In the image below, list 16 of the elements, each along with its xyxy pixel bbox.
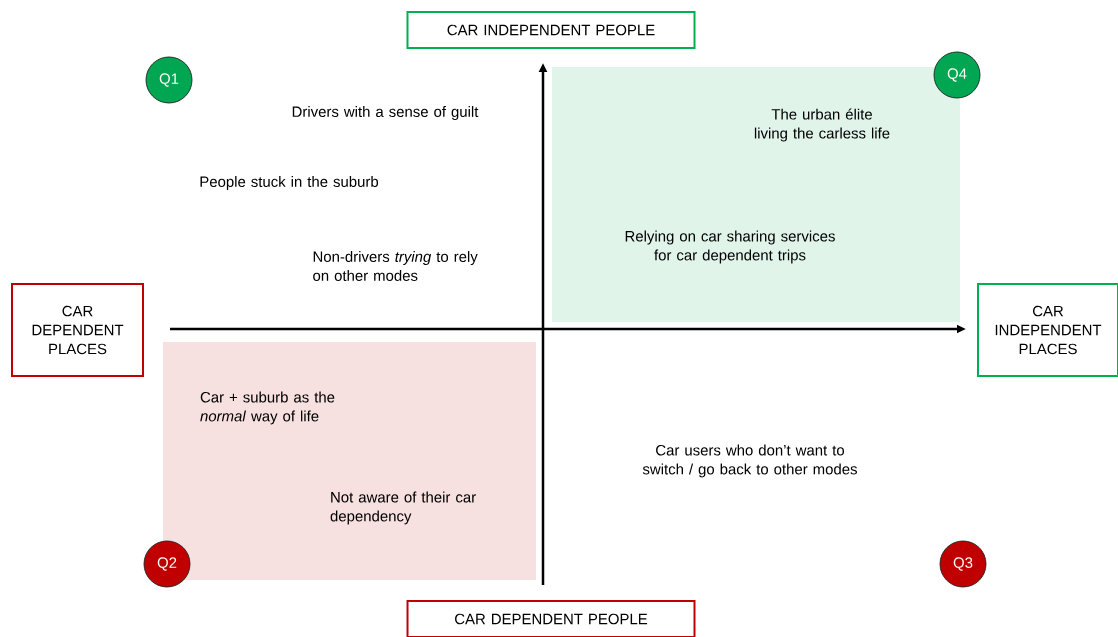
axis-label-box: CAR INDEPENDENT PLACES	[977, 283, 1118, 377]
quadrant-badge: Q4	[933, 51, 981, 99]
quadrant-badge: Q2	[143, 540, 191, 588]
quadrant-badge: Q1	[145, 56, 193, 104]
quadrant-text: People stuck in the suburb	[200, 176, 379, 190]
quadrant-text: Drivers with a sense of guilt	[292, 106, 479, 120]
quadrant-text: Non-drivers trying to rely on other modes	[313, 251, 478, 281]
quadrant-text: Not aware of their car dependency	[330, 491, 476, 525]
quadrant-text: The urban élite living the carless life	[754, 108, 890, 142]
quadrant-text: Car users who don’t want to switch / go back to other modes	[642, 444, 857, 478]
quadrant-badge: Q3	[939, 540, 987, 588]
axis-label-box: CAR DEPENDENT PEOPLE	[406, 600, 696, 637]
axis-label-box: CAR DEPENDENT PLACES	[11, 283, 144, 377]
quadrant-text: Car + suburb as the normal way of life	[200, 391, 335, 425]
axis-label-box: CAR INDEPENDENT PEOPLE	[406, 11, 696, 49]
quadrant-text: Relying on car sharing services for car dependent trips	[625, 230, 835, 264]
